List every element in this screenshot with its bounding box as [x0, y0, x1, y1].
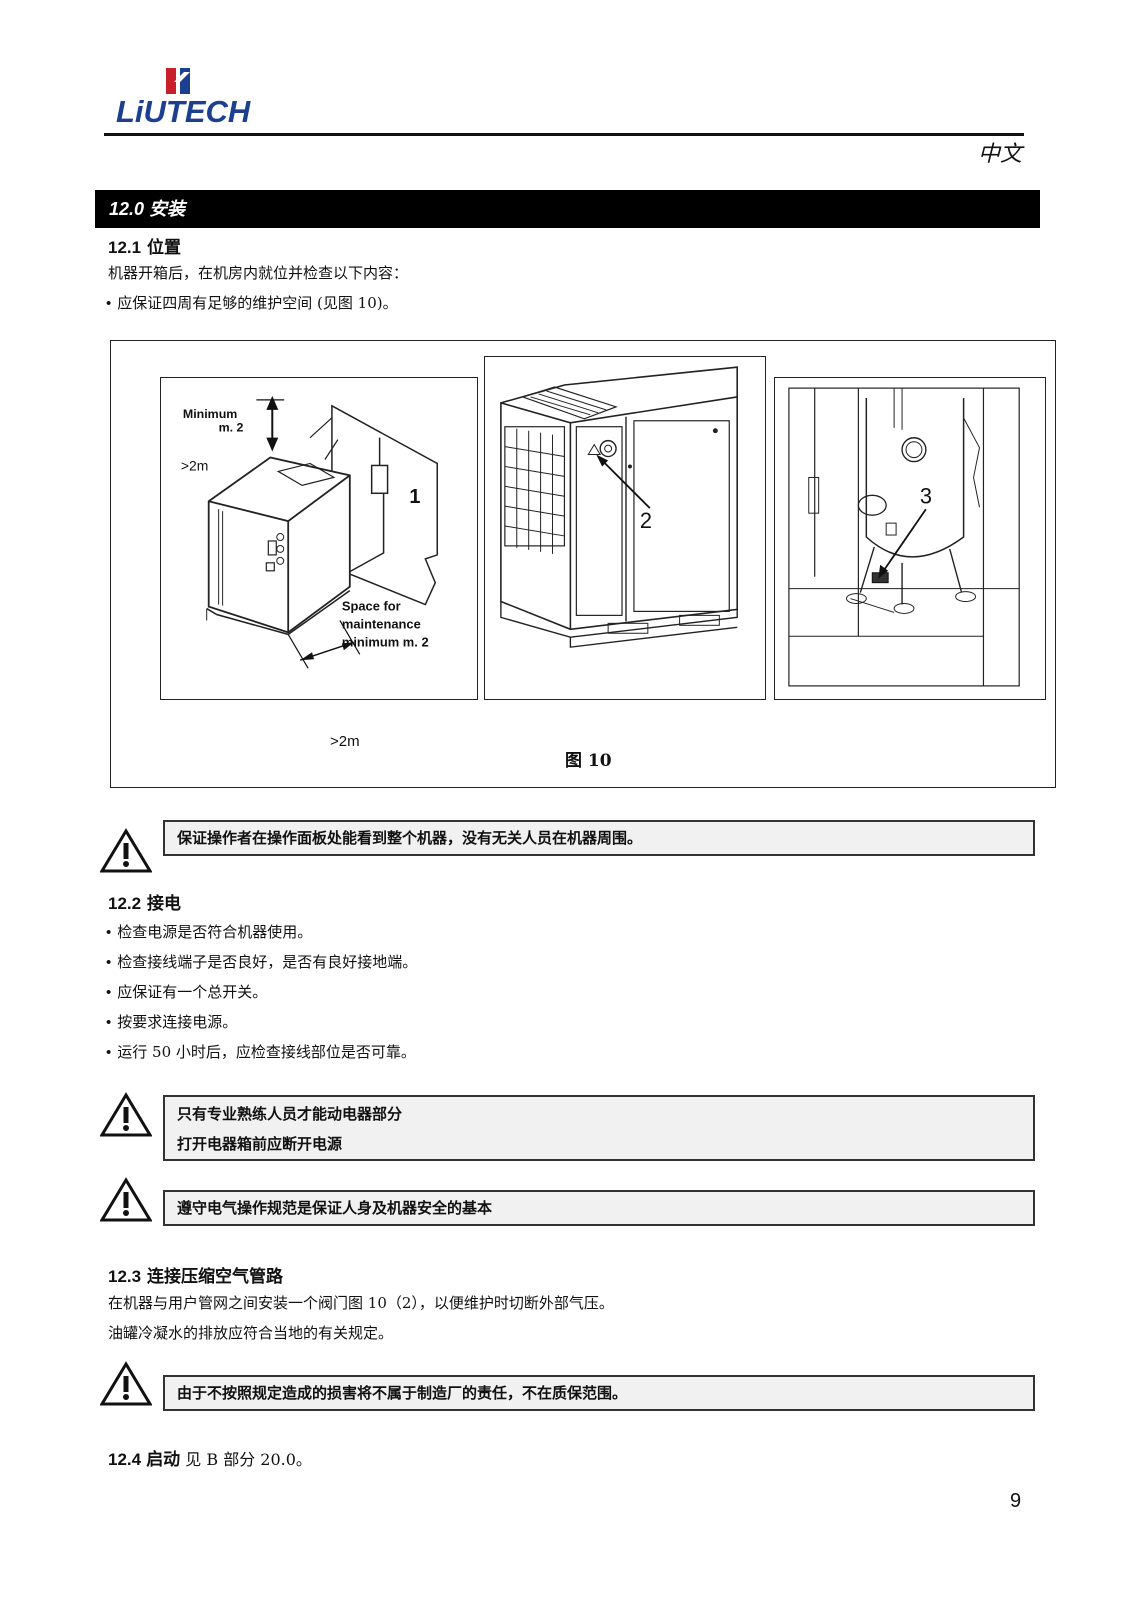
- s12-2-bullet: 按要求连接电源。: [106, 1011, 237, 1032]
- warning-box-safety: 遵守电气操作规范是保证人身及机器安全的基本: [163, 1190, 1035, 1226]
- label-space-2: maintenance: [342, 616, 421, 631]
- warning-text: 由于不按照规定造成的损害将不属于制造厂的责任，不在质保范围。: [177, 1384, 628, 1402]
- label-space-1: Space for: [342, 599, 401, 614]
- section-title-bar: 12.0 安装: [95, 190, 1040, 228]
- warning-text: 打开电器箱前应断开电源: [177, 1135, 343, 1153]
- heading-12-2: 12.2 接电: [108, 894, 182, 914]
- label-2m-top: >2m: [181, 457, 208, 473]
- s12-3-line-1: 在机器与用户管网之间安装一个阀门图 10（2），以便维护时切断外部气压。: [108, 1294, 614, 1312]
- warning-box-liability: 由于不按照规定造成的损害将不属于制造厂的责任，不在质保范围。: [163, 1375, 1035, 1411]
- s12-2-bullet: 检查接线端子是否良好，是否有良好接地端。: [106, 951, 417, 972]
- liutech-logo-wordmark: LiUTECH: [116, 94, 251, 129]
- warning-icon: [99, 828, 153, 874]
- warning-icon: [99, 1361, 153, 1407]
- liutech-logo-mark: [166, 68, 194, 94]
- label-space-3: minimum m. 2: [342, 634, 429, 649]
- warning-icon: [99, 1092, 153, 1138]
- warning-text: 遵守电气操作规范是保证人身及机器安全的基本: [177, 1199, 493, 1217]
- warning-box-electrical: 只有专业熟练人员才能动电器部分 打开电器箱前应断开电源: [163, 1095, 1035, 1161]
- label-minimum: Minimum: [183, 407, 237, 421]
- warning-box-operator: 保证操作者在操作面板处能看到整个机器，没有无关人员在机器周围。: [163, 820, 1035, 856]
- figure-panel-cabinet: 2: [484, 356, 766, 700]
- heading-12-1: 12.1 位置: [108, 238, 182, 258]
- callout-2: 2: [640, 508, 652, 533]
- label-m2: m. 2: [219, 421, 244, 435]
- figure-panel-tank: 3: [774, 377, 1046, 700]
- warning-text: 只有专业熟练人员才能动电器部分: [177, 1105, 403, 1123]
- callout-1: 1: [409, 486, 420, 508]
- s12-1-intro: 机器开箱后，在机房内就位并检查以下内容：: [108, 264, 409, 282]
- figure-caption: 图 10: [565, 751, 612, 771]
- page-number: 9: [1010, 1490, 1022, 1512]
- figure-10-frame: [110, 340, 1056, 788]
- s12-2-bullet: 应保证有一个总开关。: [106, 981, 267, 1002]
- s12-1-bullet: 应保证四周有足够的维护空间 (见图 10)。: [106, 292, 397, 313]
- header-rule: [104, 133, 1024, 136]
- language-label: 中文: [977, 142, 1022, 167]
- warning-icon: [99, 1177, 153, 1223]
- heading-12-4: 12.4 启动 见 B 部分 20.0。: [108, 1450, 312, 1470]
- warning-text: 保证操作者在操作面板处能看到整个机器，没有无关人员在机器周围。: [177, 829, 643, 847]
- s12-2-bullet: 检查电源是否符合机器使用。: [106, 921, 312, 942]
- figure-panel-installation: Minimum m. 2 >2m Space for maintenance m…: [160, 377, 478, 700]
- s12-3-line-2: 油罐冷凝水的排放应符合当地的有关规定。: [108, 1324, 394, 1342]
- heading-12-3: 12.3 连接压缩空气管路: [108, 1267, 284, 1287]
- s12-2-bullet: 运行 50 小时后，应检查接线部位是否可靠。: [106, 1041, 416, 1062]
- label-2m-bottom: >2m: [330, 733, 360, 750]
- callout-3: 3: [920, 483, 932, 508]
